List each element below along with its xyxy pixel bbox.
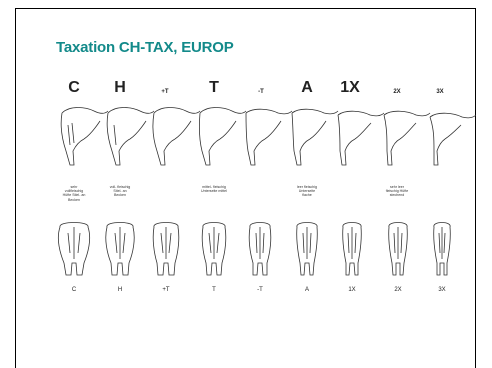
class-letter-1x: 1X	[340, 79, 360, 97]
rear-view-minus-t	[249, 223, 271, 276]
side-view-h	[107, 108, 154, 166]
bottom-label-1x: 1X	[348, 287, 355, 293]
rear-view-c	[58, 223, 89, 276]
class-letter-t: T	[209, 79, 219, 97]
side-view-c	[61, 108, 108, 166]
bottom-label-2x: 2X	[394, 287, 401, 293]
bottom-label-t: T	[212, 287, 216, 293]
side-view-illustrations	[56, 105, 476, 175]
side-view-minus-t	[246, 109, 292, 165]
class-letter-2x: 2X	[393, 89, 400, 95]
note-c: sehr vollfleischig Hüfte Stiel- an Becke…	[61, 185, 87, 202]
bottom-label-minus-t: -T	[257, 287, 263, 293]
bottom-label-3x: 3X	[438, 287, 445, 293]
side-view-plus-t	[153, 108, 200, 166]
note-2x: sehr leer fleischig Hüfte stechend	[384, 185, 410, 198]
side-view-t	[199, 108, 246, 166]
side-view-2x	[384, 111, 430, 165]
rear-view-a	[297, 223, 318, 276]
rear-view-h	[106, 223, 134, 276]
class-letter-3x: 3X	[436, 89, 443, 95]
rear-view-plus-t	[153, 223, 179, 276]
bottom-label-a: A	[305, 287, 309, 293]
class-letter-minus-t: -T	[258, 89, 264, 95]
rear-view-2x	[389, 223, 408, 276]
side-view-3x	[430, 113, 476, 165]
rear-view-1x	[343, 223, 362, 276]
rear-view-illustrations	[54, 219, 474, 279]
class-letter-c: C	[68, 79, 80, 97]
bottom-label-c: C	[72, 287, 76, 293]
note-t: mittel- fleischig Unterseite mittel	[201, 185, 227, 193]
class-letter-a: A	[301, 79, 313, 97]
bottom-label-plus-t: +T	[162, 287, 169, 293]
slide: Taxation CH-TAX, EUROP C H +T T -T A 1X …	[15, 8, 476, 368]
class-letter-h: H	[114, 79, 126, 97]
rear-view-3x	[434, 223, 451, 276]
side-view-1x	[338, 111, 384, 165]
slide-title: Taxation CH-TAX, EUROP	[56, 39, 234, 56]
rear-view-t	[202, 223, 226, 276]
side-view-a	[292, 109, 338, 165]
bottom-label-h: H	[118, 287, 122, 293]
note-h: voll- fleischig Stiel- an Becken	[107, 185, 133, 198]
class-letter-plus-t: +T	[161, 89, 168, 95]
note-a: leer fleischig Unterseite flache	[294, 185, 320, 198]
